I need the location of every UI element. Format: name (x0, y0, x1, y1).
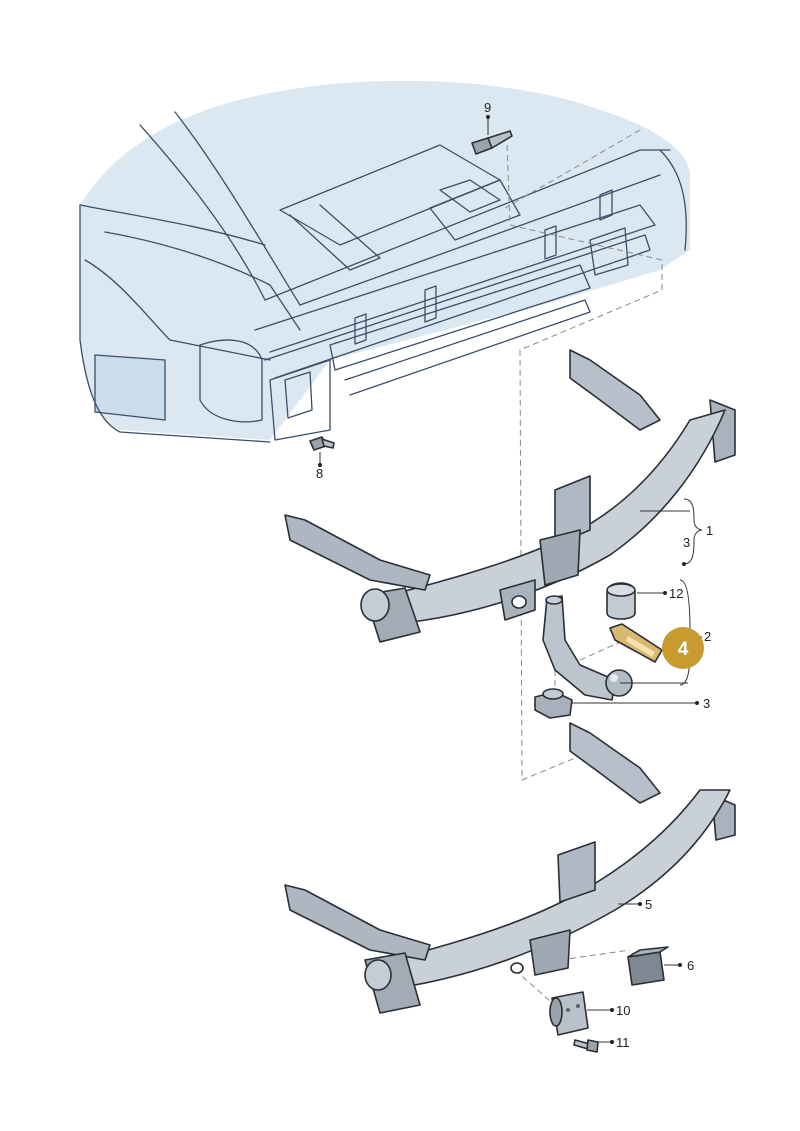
callout-3-lower: 3 (703, 696, 710, 711)
plate-10 (549, 991, 589, 1036)
callout-1: 1 (706, 523, 713, 538)
screw-9 (471, 130, 513, 155)
callout-11: 11 (616, 1035, 630, 1050)
cap-12 (606, 582, 636, 620)
callout-6: 6 (687, 958, 694, 973)
towbar-lower-5 (284, 722, 736, 1014)
screw-8 (309, 436, 335, 451)
callout-2: 2 (704, 629, 711, 644)
vehicle-rear-body (79, 80, 690, 443)
callout-5: 5 (645, 897, 652, 912)
highlight-badge[interactable]: 4 (662, 627, 704, 669)
cap-6 (627, 946, 669, 986)
callout-10: 10 (616, 1003, 630, 1018)
socket-3 (534, 688, 573, 719)
key-4 (609, 623, 663, 663)
callout-9: 9 (484, 100, 491, 115)
callout-8: 8 (316, 466, 323, 481)
screw-11 (573, 1039, 599, 1053)
highlight-badge-number: 4 (678, 639, 689, 660)
highlight-badge-circle[interactable] (662, 627, 704, 669)
callout-12: 12 (669, 586, 683, 601)
towbar-upper (284, 349, 736, 643)
callout-3-upper: 3 (683, 535, 690, 550)
